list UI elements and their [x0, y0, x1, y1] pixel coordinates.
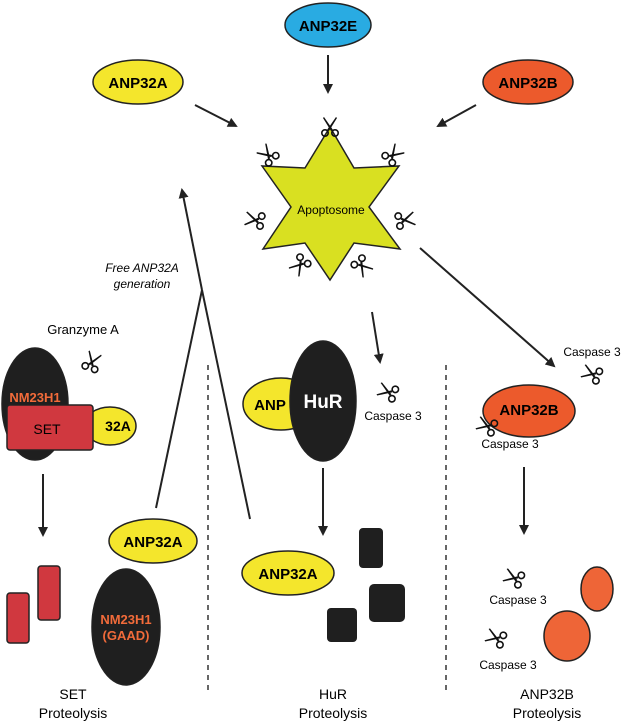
caspase3-anp32b-label: Caspase 3 [481, 437, 539, 451]
arrow-apoptosome-to-anp32b [419, 247, 556, 368]
anp32b-mid-node: ANP32B [482, 384, 576, 438]
arrow-apoptosome-to-hur [371, 311, 384, 364]
set-label: SET [33, 421, 61, 437]
scissors-icon [242, 209, 267, 231]
hur-panel-title-line2: Proteolysis [299, 705, 367, 721]
scissors-icon [80, 348, 104, 375]
set-complex: NM23H1 32A SET [1, 347, 137, 461]
scissors-icon [286, 251, 313, 279]
anp32b-mid-label: ANP32B [499, 402, 558, 419]
set-panel-title-line1: SET [59, 686, 87, 702]
anp32a-set-product-label: ANP32A [123, 534, 182, 551]
hur-panel-title-line1: HuR [319, 686, 347, 702]
scissors-icon [393, 209, 418, 231]
hur-fragment [359, 528, 383, 568]
line-hur-panel-to-peak [201, 289, 251, 520]
scissors-icon [500, 566, 527, 590]
apoptosome-node: Apoptosome [260, 125, 402, 282]
hur-fragment [327, 608, 357, 642]
arrow-anp32a-to-apoptosome [194, 104, 238, 127]
anp32b-panel-title-line2: Proteolysis [513, 705, 581, 721]
anp32b-fragment [580, 566, 614, 612]
apoptosome-label: Apoptosome [297, 203, 365, 217]
anp32b-top-label: ANP32B [498, 75, 557, 92]
anp32a-hur-product-label: ANP32A [258, 566, 317, 583]
caspase3-frag1-label: Caspase 3 [489, 593, 547, 607]
nm23h1-gaad-node: NM23H1 (GAAD) [91, 568, 161, 686]
set-panel-title-line2: Proteolysis [39, 705, 107, 721]
anp32e-node: ANP32E [284, 2, 372, 48]
anp32a-top-label: ANP32A [108, 75, 167, 92]
scissors-icon [349, 252, 376, 280]
nm23h1-label: NM23H1 [9, 390, 60, 405]
hur-fragment [369, 584, 405, 622]
anp32e-label: ANP32E [299, 18, 357, 35]
anp-partial-label: ANP [254, 397, 286, 414]
set-fragment [6, 592, 30, 644]
anp32a-hur-product: ANP32A [241, 550, 335, 596]
caspase3-frag2-label: Caspase 3 [479, 658, 537, 672]
hur-label: HuR [303, 392, 342, 413]
anp32a-set-product: ANP32A [108, 518, 198, 564]
line-set-panel-to-peak [155, 289, 203, 509]
nm23h1-gaad-label-line1: NM23H1 [100, 612, 151, 627]
hur-complex: ANP HuR [242, 340, 357, 462]
granzyme-a-label: Granzyme A [47, 322, 119, 337]
arrow-free-anp32a [178, 188, 203, 291]
anp32b-top-node: ANP32B [482, 59, 574, 105]
scissors-icon [482, 626, 509, 650]
anp32b-fragment [543, 610, 591, 662]
caspase3-top-right-label: Caspase 3 [563, 345, 621, 359]
caspase3-hur-label: Caspase 3 [364, 409, 422, 423]
nm23h1-gaad-label-line2: (GAAD) [103, 628, 150, 643]
scissors-icon [374, 380, 401, 404]
free-anp32a-label-line2: generation [114, 277, 171, 291]
free-anp32a-label-line1: Free ANP32A [105, 261, 179, 275]
anp32b-panel-title-line1: ANP32B [520, 686, 574, 702]
anp32a-top-node: ANP32A [92, 59, 184, 105]
anp32a-partial-label: 32A [105, 418, 131, 434]
set-fragment [37, 565, 61, 621]
scissors-icon [379, 141, 407, 169]
scissors-icon [254, 141, 282, 169]
arrow-anp32b-to-apoptosome [436, 104, 477, 127]
scissors-icon [578, 362, 605, 386]
